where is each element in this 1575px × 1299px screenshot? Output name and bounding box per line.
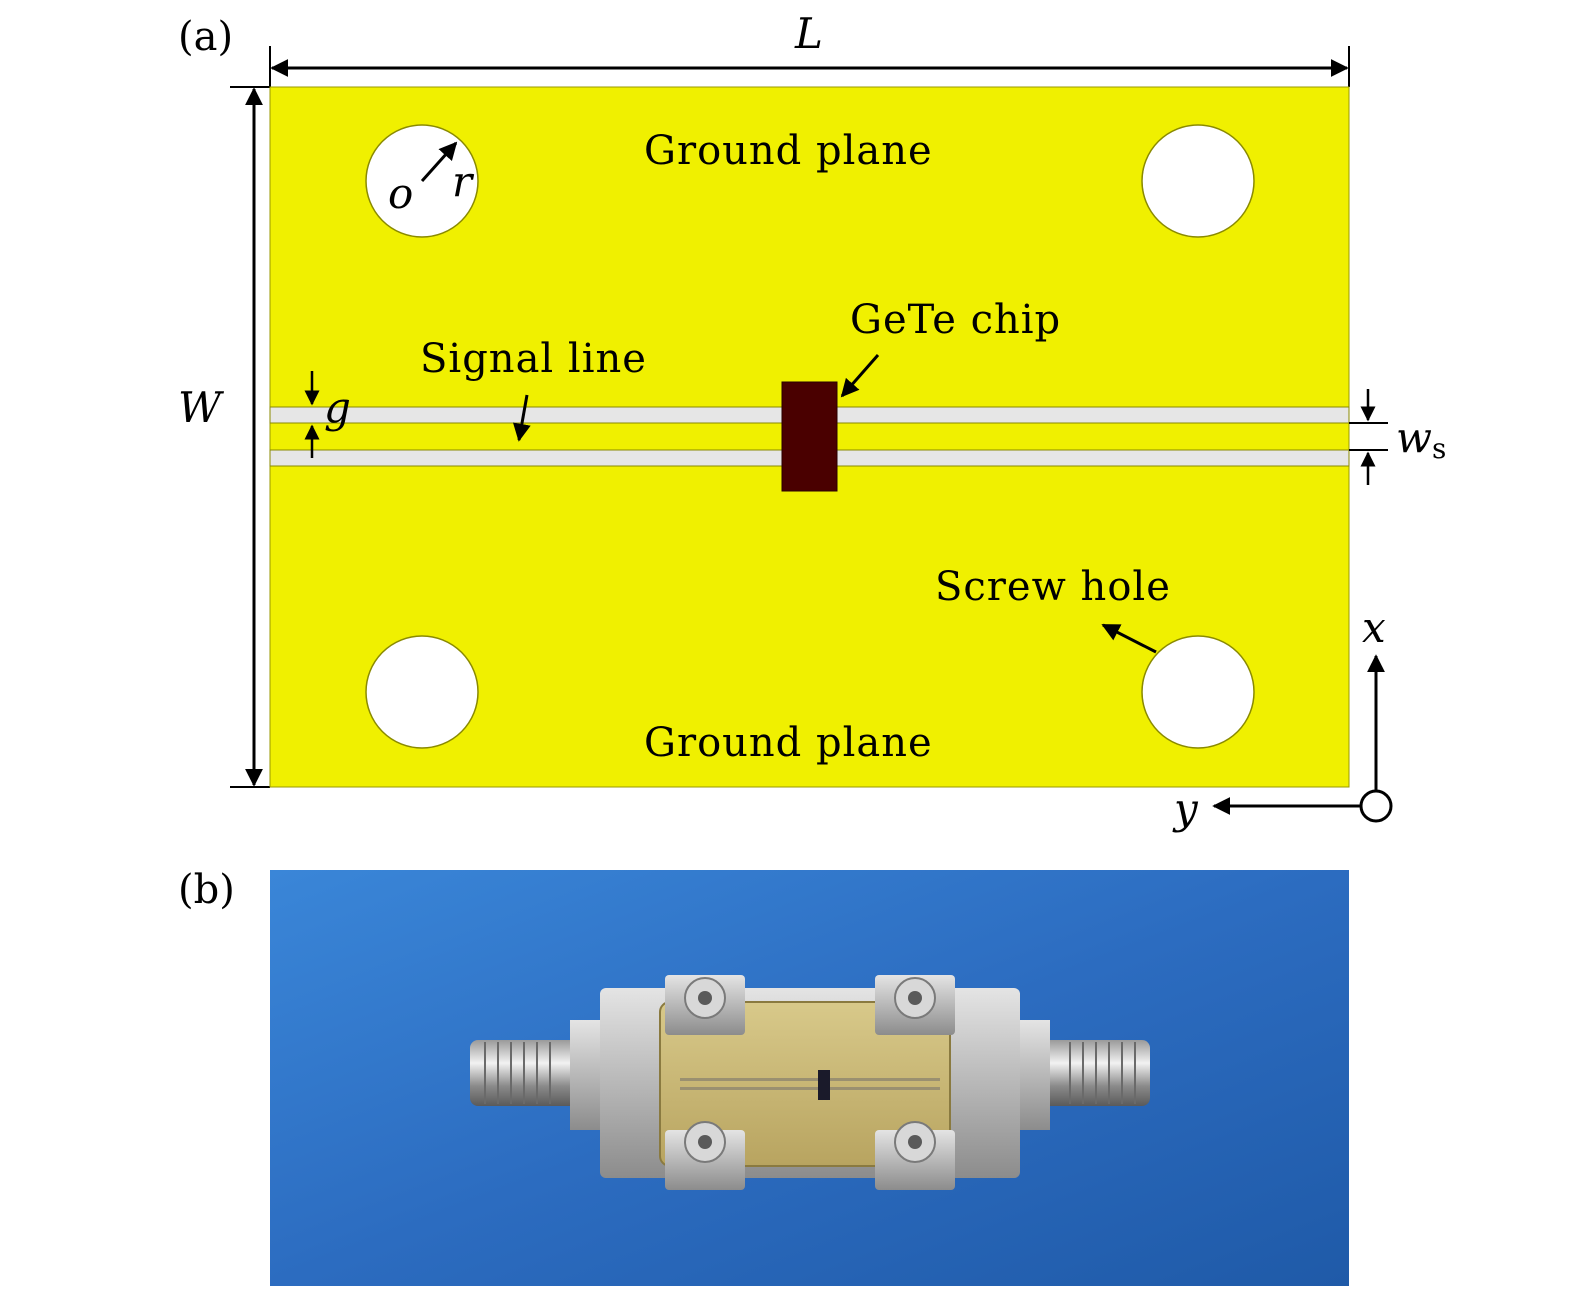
ground-plane-bottom-label: Ground plane (644, 720, 933, 766)
width-dimension: W (178, 86, 270, 788)
screw-hole-arrow (1101, 623, 1157, 654)
strip-width-label: ws (1396, 413, 1446, 465)
y-axis-label: y (1172, 784, 1199, 833)
length-label: L (794, 9, 823, 58)
ground-plane-top-label: Ground plane (644, 128, 933, 174)
center-label: o (388, 169, 413, 218)
substrate-signal-lines (680, 1078, 940, 1090)
signal-line-label: Signal line (420, 336, 647, 382)
gete-chip-photo (818, 1070, 830, 1100)
width-label: W (178, 383, 225, 432)
screw-hole-top-right (1141, 124, 1255, 238)
screw-hole-bottom-right (1141, 635, 1255, 749)
gete-chip-label: GeTe chip (850, 297, 1061, 343)
panel-a-label: (a) (178, 14, 233, 60)
x-axis-label: x (1362, 603, 1386, 652)
gete-chip (781, 381, 838, 492)
radius-label: r (452, 157, 475, 206)
gap-label: g (324, 383, 351, 432)
panel-b-label: (b) (178, 867, 235, 913)
screw-hole-bottom-left (365, 635, 479, 749)
signal-line-arrow (512, 394, 531, 442)
test-fixture-photo (270, 870, 1349, 1286)
test-fixture-illustration (270, 870, 1349, 1286)
gold-substrate (659, 1001, 951, 1167)
gete-chip-arrow (840, 354, 880, 398)
coordinate-axes: x y (1172, 603, 1393, 833)
length-dimension: L (269, 9, 1350, 87)
screw-hole-label: Screw hole (935, 564, 1171, 610)
z-axis-symbol (1359, 789, 1393, 823)
radius-arrow (420, 141, 458, 183)
fixture-screws (684, 977, 936, 1163)
